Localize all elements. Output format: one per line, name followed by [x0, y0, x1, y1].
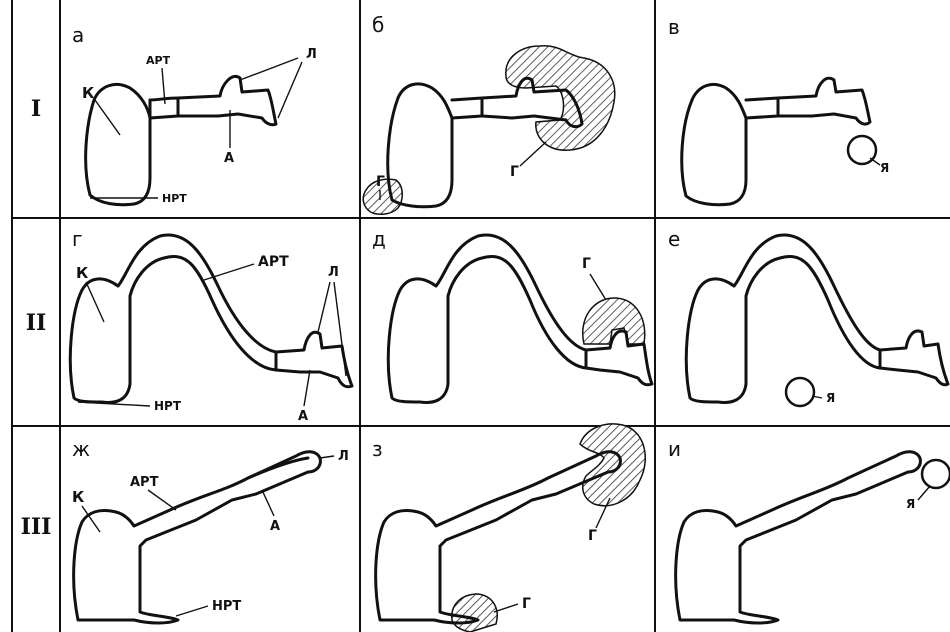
- panel-g: К АРТ Л А НРТ: [70, 235, 352, 424]
- label-G-left: Г: [376, 174, 385, 190]
- label-NRT-2: НРТ: [154, 399, 182, 413]
- label-L-2: Л: [328, 265, 339, 280]
- label-G-right: Г: [510, 164, 519, 180]
- label-K: К: [82, 84, 95, 102]
- panel-letter-b: б: [372, 13, 384, 37]
- label-K-3: К: [72, 488, 85, 506]
- panel-letter-e: е: [668, 227, 680, 251]
- label-ART-3: АРТ: [130, 475, 159, 490]
- row-label-II: II: [26, 310, 47, 336]
- label-G-3: Г: [582, 256, 591, 272]
- label-ART: АРТ: [146, 54, 171, 67]
- label-NRT-3: НРТ: [212, 599, 241, 614]
- panel-letter-zh: ж: [72, 437, 90, 461]
- row-label-I: I: [31, 96, 41, 122]
- row-label-III: III: [21, 514, 52, 540]
- panel-b: Г Г: [363, 46, 615, 215]
- panel-letter-v: в: [668, 15, 680, 39]
- panel-e: Я: [686, 235, 948, 406]
- panel-i: Я: [676, 452, 950, 623]
- panel-a: К АРТ Л А НРТ: [82, 47, 317, 205]
- panel-d: Г: [388, 235, 652, 402]
- label-YA-2: Я: [826, 391, 835, 405]
- panel-z: Г Г: [376, 424, 646, 632]
- panel-letter-z: з: [372, 437, 383, 461]
- label-NRT: НРТ: [162, 192, 187, 205]
- label-G-5: Г: [522, 596, 531, 612]
- label-A-2: А: [298, 409, 308, 424]
- panel-zh: К АРТ Л А НРТ: [72, 449, 349, 623]
- label-YA: Я: [880, 161, 889, 175]
- label-YA-3: Я: [906, 497, 915, 511]
- panel-letter-i: и: [668, 437, 681, 461]
- label-A-3: А: [270, 519, 280, 534]
- label-L: Л: [306, 47, 317, 62]
- panel-letter-g: г: [72, 227, 83, 251]
- label-ART-2: АРТ: [258, 254, 289, 270]
- label-G-4: Г: [588, 528, 597, 544]
- panel-letter-d: д: [372, 227, 386, 251]
- label-L-3: Л: [338, 449, 349, 464]
- panel-v: Я: [682, 78, 890, 205]
- panel-letter-a: а: [72, 23, 84, 47]
- label-A: А: [224, 151, 234, 166]
- label-K-2: К: [76, 264, 89, 282]
